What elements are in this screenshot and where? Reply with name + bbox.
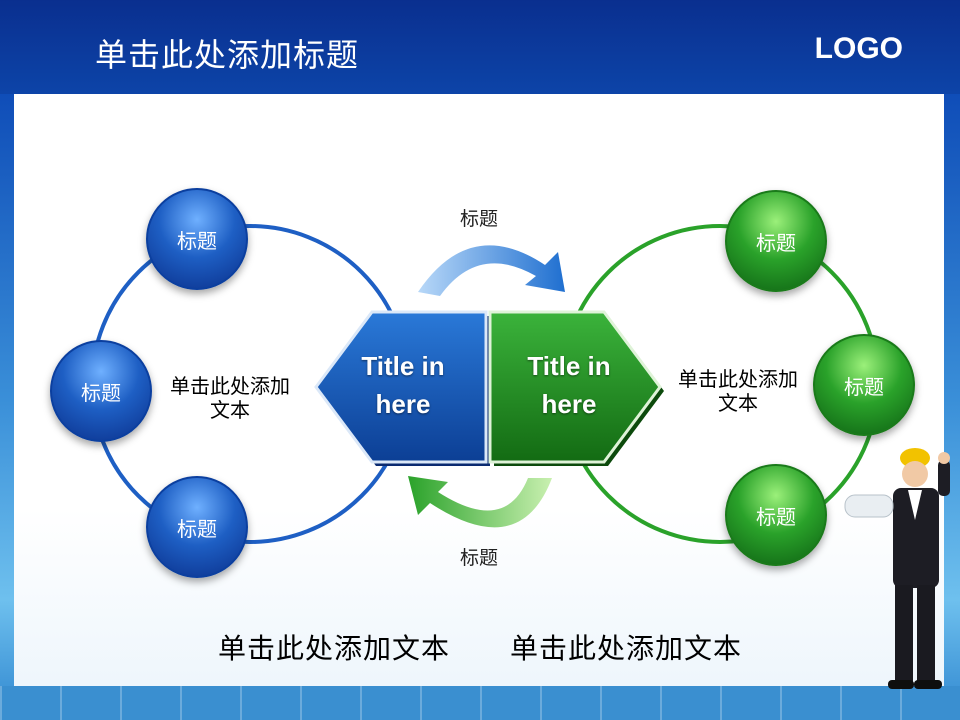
footer-text-right[interactable]: 单击此处添加文本 <box>510 632 743 665</box>
right-node-top[interactable]: 标题 <box>725 190 827 292</box>
node-label: 标题 <box>81 380 121 405</box>
right-node-middle[interactable]: 标题 <box>813 334 915 436</box>
hexagon-green-text[interactable]: Title in here <box>527 351 611 419</box>
left-node-bottom[interactable]: 标题 <box>146 476 248 578</box>
header-bar <box>0 0 960 94</box>
right-node-bottom[interactable]: 标题 <box>725 464 827 566</box>
logo: LOGO <box>814 32 903 65</box>
left-center-text[interactable]: 单击此处添加 文本 <box>170 374 290 422</box>
left-node-middle[interactable]: 标题 <box>50 340 152 442</box>
node-label: 标题 <box>844 374 884 399</box>
node-label: 标题 <box>756 504 796 529</box>
background-grid <box>0 686 960 720</box>
left-node-top[interactable]: 标题 <box>146 188 248 290</box>
bottom-curved-arrow <box>408 476 552 528</box>
footer-text-left[interactable]: 单击此处添加文本 <box>218 632 451 665</box>
top-arrow-label[interactable]: 标题 <box>460 208 499 230</box>
bottom-arrow-label[interactable]: 标题 <box>460 547 499 569</box>
engineer-figure <box>844 448 950 689</box>
right-center-text[interactable]: 单击此处添加 文本 <box>678 367 798 415</box>
node-label: 标题 <box>177 516 217 541</box>
hexagon-green <box>488 310 664 466</box>
node-label: 标题 <box>756 230 796 255</box>
hexagon-blue <box>314 310 490 466</box>
slide-title[interactable]: 单击此处添加标题 <box>95 36 360 74</box>
top-curved-arrow <box>418 245 565 296</box>
hexagon-blue-text[interactable]: Title in here <box>361 351 445 419</box>
node-label: 标题 <box>177 228 217 253</box>
